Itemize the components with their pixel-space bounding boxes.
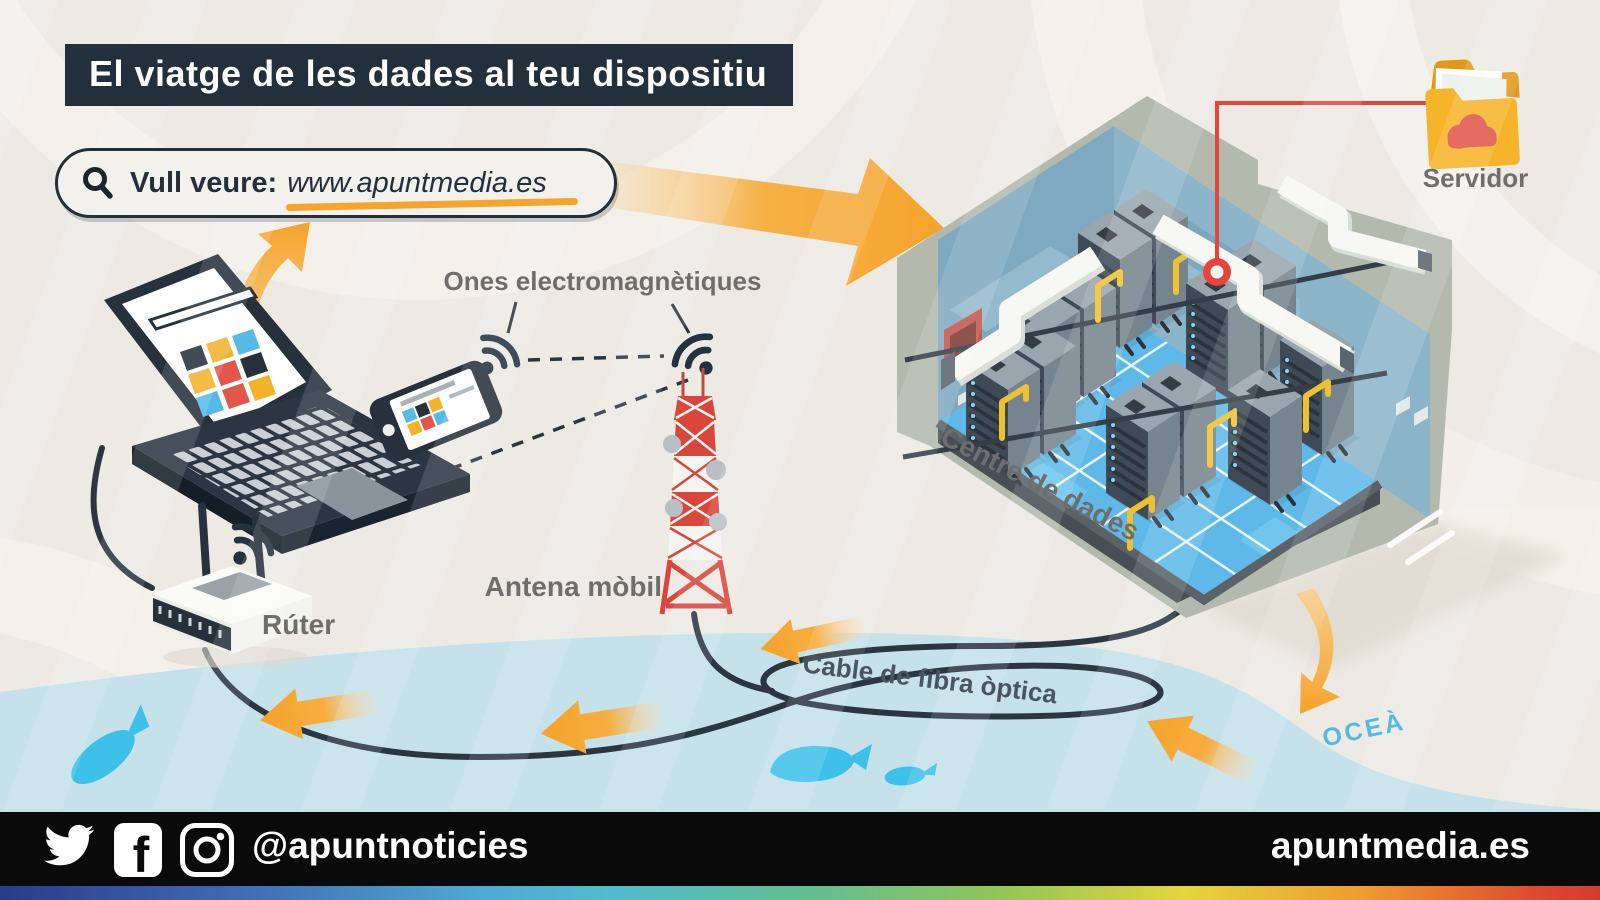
page-title: El viatge de les dades al teu dispositiu (65, 44, 794, 106)
label-mobile-antenna: Antena mòbil (484, 571, 662, 602)
router (152, 502, 312, 668)
server-pointer-line (1215, 101, 1428, 265)
whale-icon (770, 744, 872, 782)
search-query-prefix: Vull veure: (130, 166, 278, 199)
search-query-url: www.apuntmedia.es (287, 166, 547, 199)
instagram-icon (180, 823, 234, 877)
server-pin-icon (1203, 258, 1231, 286)
datacenter (897, 96, 1566, 670)
fiber-cables (90, 445, 1214, 761)
search-icon (83, 167, 113, 199)
download-arrow (1296, 588, 1340, 714)
label-router: Rúter (262, 609, 336, 640)
phone-screen-mosaic (401, 396, 449, 436)
svg-text:f: f (133, 827, 150, 878)
url-underline (285, 197, 579, 212)
label-electromagnetic-waves: Ones electromagnètiques (443, 266, 762, 296)
laptop (104, 254, 470, 554)
smartphone (369, 360, 503, 462)
label-server: Servidor (1422, 163, 1529, 193)
server-folder-icon (1425, 59, 1520, 170)
tower-wifi-icon (669, 330, 727, 387)
social-handle: @apuntnoticies (252, 825, 529, 866)
rainbow-strip (0, 886, 1600, 900)
footer-bar: f @apuntnoticies apuntmedia.es (0, 812, 1600, 886)
website-url: apuntmedia.es (1270, 825, 1530, 866)
search-bar: Vull veure: www.apuntmedia.es (55, 148, 617, 218)
request-arrow (612, 158, 944, 286)
facebook-icon: f (114, 823, 162, 878)
tower-cable (691, 611, 775, 694)
cloud-icon (1447, 114, 1497, 149)
laptop-cable (90, 445, 155, 591)
edge-streaks (1387, 509, 1455, 565)
cell-tower (659, 368, 733, 615)
twitter-icon (44, 824, 95, 866)
laptop-screen-mosaic (180, 329, 276, 417)
ocean-cable (202, 595, 1214, 761)
air-ducts (941, 175, 1432, 390)
